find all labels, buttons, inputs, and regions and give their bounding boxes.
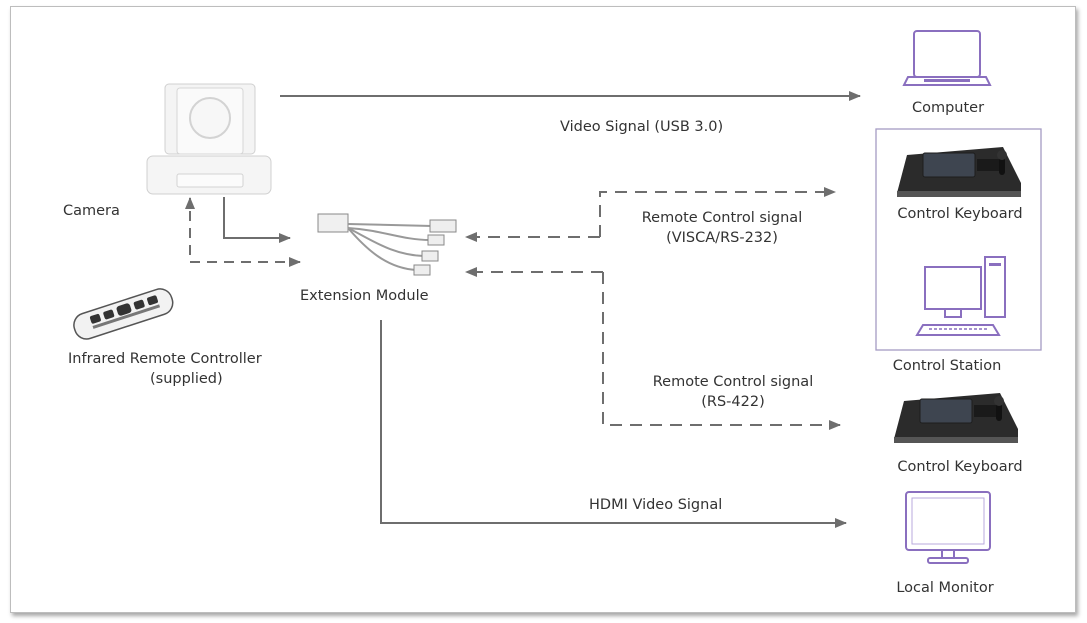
infrared-remote-icon [73, 288, 174, 340]
rs232-to-keyboard-arrow [599, 187, 836, 237]
infrared-remote-line2: (supplied) [150, 371, 223, 387]
remote-422-label: Remote Control signal (RS-422) [623, 372, 843, 412]
rs422-to-keyboard-arrow [602, 272, 841, 430]
control-station-box [875, 128, 1042, 351]
control-station-label: Control Station [892, 358, 1002, 374]
camera-label: Camera [63, 203, 120, 219]
desktop-computer-icon [915, 256, 1006, 336]
control-keyboard-1-label: Control Keyboard [897, 206, 1023, 222]
extension-module-icon [317, 213, 457, 276]
ptz-camera-icon [146, 83, 272, 195]
infrared-remote-label: Infrared Remote Controller (supplied) [68, 349, 318, 389]
remote-422-line1: Remote Control signal [652, 374, 814, 390]
local-monitor-label: Local Monitor [896, 580, 994, 596]
control-keyboard-icon [894, 393, 1018, 443]
control-keyboard-2-label: Control Keyboard [897, 459, 1023, 475]
hdmi-arrow [380, 320, 847, 528]
monitor-icon [905, 491, 991, 564]
computer-label: Computer [911, 100, 985, 116]
hdmi-signal-label: HDMI Video Signal [589, 497, 723, 513]
remote-232-label: Remote Control signal (VISCA/RS-232) [612, 208, 832, 248]
remote-232-line1: Remote Control signal [641, 210, 803, 226]
infrared-remote-line1: Infrared Remote Controller [68, 351, 262, 367]
laptop-icon [902, 30, 992, 86]
video-signal-label: Video Signal (USB 3.0) [560, 119, 724, 135]
remote-422-line2: (RS-422) [701, 394, 765, 410]
extension-module-label: Extension Module [300, 288, 429, 304]
camera-to-module-arrow [223, 197, 291, 243]
control-keyboard-icon [897, 147, 1021, 197]
remote-232-line2: (VISCA/RS-232) [666, 230, 778, 246]
